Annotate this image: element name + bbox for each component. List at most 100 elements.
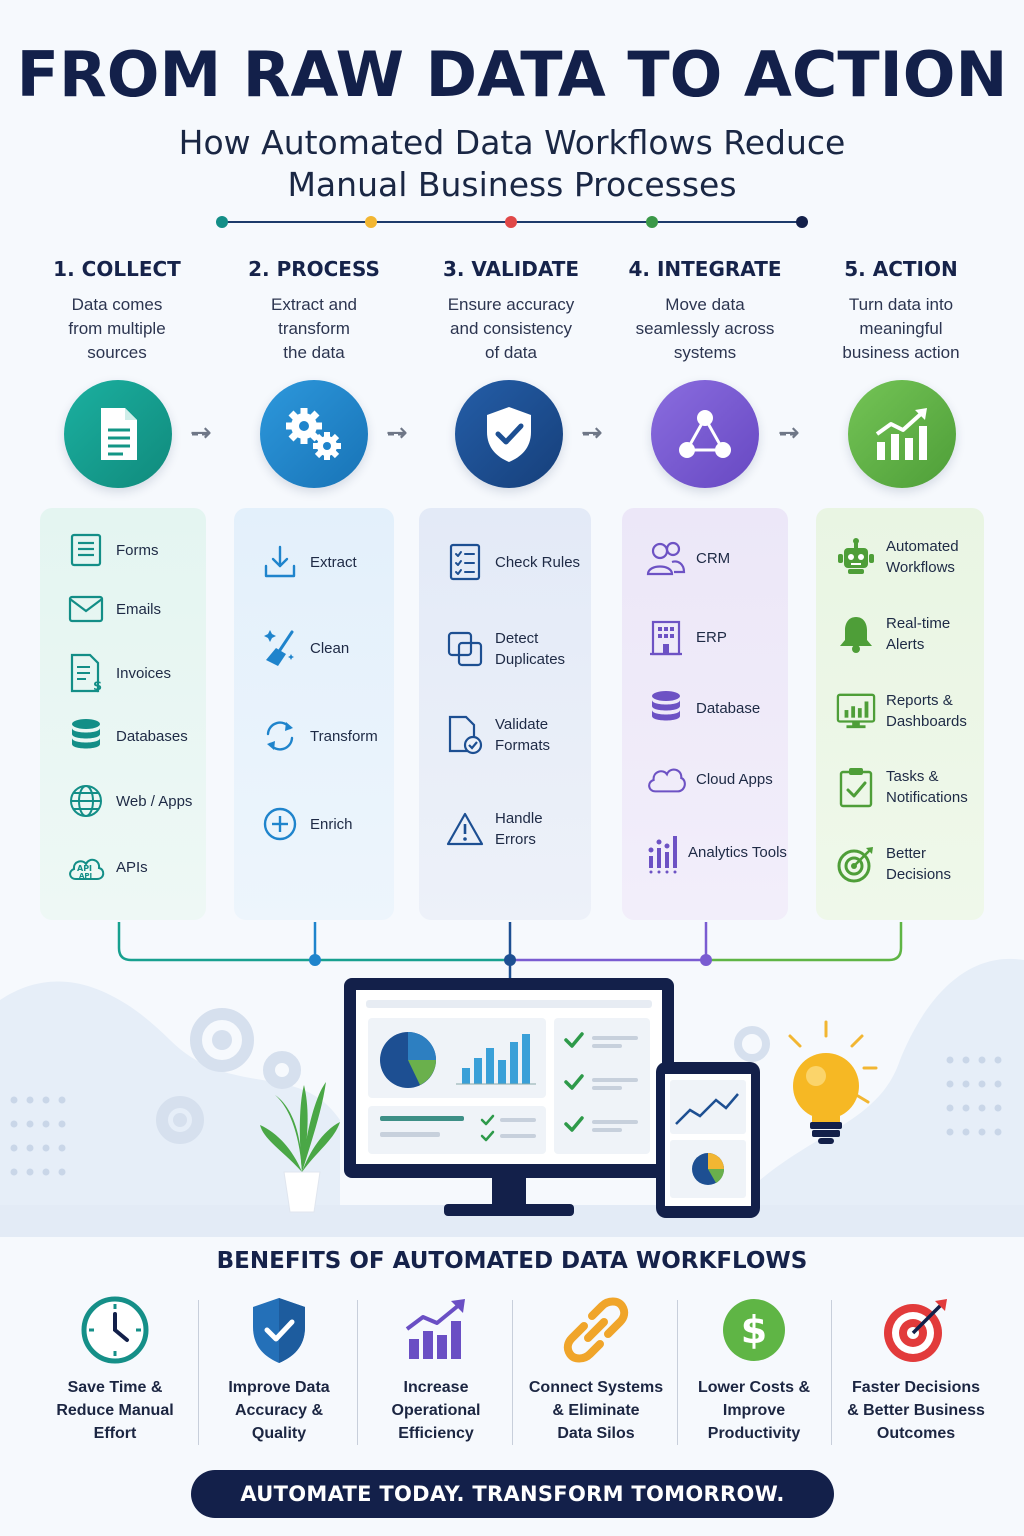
page-title: FROM RAW DATA TO ACTION — [16, 38, 1008, 111]
benefit-line: Increase — [403, 1379, 469, 1396]
benefit-label: Improve Data Accuracy & Quality — [204, 1376, 354, 1445]
document-icon — [64, 380, 172, 488]
list-item: ERP — [646, 617, 812, 657]
benefit-line: Connect Systems — [528, 1379, 664, 1396]
item-label: APIs — [116, 858, 148, 876]
form-icon — [66, 530, 106, 570]
benefit-line: Efficiency — [398, 1425, 474, 1442]
lightbulb-illustration — [788, 1020, 878, 1144]
list-item: Databases — [66, 716, 232, 756]
item-label: Invoices — [116, 664, 172, 682]
benefit-save-time: Save Time & Reduce Manual Effort — [35, 1290, 195, 1445]
item-label: Clean — [310, 639, 350, 657]
desc-line: sources — [87, 343, 147, 362]
benefit-label: Lower Costs & Improve Productivity — [682, 1376, 826, 1445]
list-item: Clean — [260, 628, 420, 668]
gears-icon — [260, 380, 368, 488]
broom-icon — [260, 628, 300, 668]
item-label: Web / Apps — [116, 792, 193, 810]
flow-arrow-icon: → — [386, 418, 408, 448]
desc-line: systems — [673, 343, 737, 362]
item-label: CRM — [696, 549, 731, 567]
call-to-action-banner: AUTOMATE TODAY. TRANSFORM TOMORROW. — [191, 1470, 834, 1518]
action-panel: Automated Workflows Real-time Alerts Rep… — [816, 508, 984, 920]
item-label: Extract — [310, 553, 357, 571]
item-label: Emails — [116, 600, 162, 618]
building-icon — [646, 617, 686, 657]
list-item: Tasks & Notifications — [836, 766, 1004, 808]
globe-icon — [66, 781, 106, 821]
benefit-costs: $ Lower Costs & Improve Productivity — [682, 1290, 826, 1445]
desc-line: of data — [485, 343, 537, 362]
benefit-line: Lower Costs & — [697, 1379, 810, 1396]
list-item: Handle Errors — [445, 808, 617, 850]
list-item: Transform — [260, 716, 420, 756]
benefit-line: Faster Decisions — [851, 1379, 981, 1396]
step-title: 1. COLLECT — [53, 257, 181, 281]
list-item: Better Decisions — [836, 843, 1004, 885]
list-item: Forms — [66, 530, 232, 570]
analytics-icon — [642, 832, 682, 874]
desc-line: Ensure accuracy — [447, 295, 575, 314]
item-label: Databases — [116, 727, 188, 745]
step-action-header: 5. ACTION Turn data into meaningful busi… — [801, 257, 1001, 365]
step-process-header: 2. PROCESS Extract and transform the dat… — [214, 257, 414, 365]
flow-arrow-icon: → — [190, 418, 212, 448]
step-description: Data comes from multiple sources — [17, 293, 217, 365]
step-title: 2. PROCESS — [248, 257, 380, 281]
svg-text:API: API — [77, 864, 92, 873]
step-integrate-header: 4. INTEGRATE Move data seamlessly across… — [605, 257, 805, 365]
item-label: Enrich — [310, 815, 353, 833]
step-description: Move data seamlessly across systems — [605, 293, 805, 365]
desc-line: the data — [283, 343, 345, 362]
item-label: Check Rules — [495, 553, 581, 571]
link-icon — [518, 1290, 674, 1370]
item-label: Analytics Tools — [688, 843, 787, 861]
item-label: Validate Formats — [495, 716, 551, 754]
step-title: 5. ACTION — [844, 257, 958, 281]
desc-line: Turn data into — [848, 295, 954, 314]
database-icon — [66, 716, 106, 756]
step-title: 4. INTEGRATE — [628, 257, 782, 281]
robot-icon — [836, 537, 876, 577]
benefit-decisions: Faster Decisions & Better Business Outco… — [836, 1290, 996, 1445]
item-label: ERP — [696, 628, 727, 646]
item-label: Database — [696, 699, 761, 717]
item-label: Transform — [310, 727, 378, 745]
download-icon — [260, 542, 300, 582]
desc-line: seamlessly across — [635, 319, 775, 338]
collect-panel: Forms Emails $ Invoices Databases Web / … — [40, 508, 206, 920]
benefit-divider — [831, 1300, 832, 1445]
benefit-line: Data Silos — [557, 1425, 635, 1442]
shield-check-icon — [204, 1290, 354, 1370]
benefit-line: Operational — [391, 1402, 481, 1419]
file-check-icon — [445, 715, 485, 755]
benefit-line: & Eliminate — [552, 1402, 640, 1419]
item-label: Automated Workflows — [886, 538, 959, 576]
item-label: Tasks & Notifications — [886, 768, 968, 806]
svg-text:$: $ — [741, 1308, 767, 1352]
refresh-icon — [260, 716, 300, 756]
desc-line: meaningful — [859, 319, 943, 338]
benefit-label: Faster Decisions & Better Business Outco… — [836, 1376, 996, 1445]
item-label: Detect Duplicates — [495, 630, 566, 668]
list-item: CRM — [646, 538, 812, 578]
desc-line: and consistency — [450, 319, 572, 338]
list-item: Check Rules — [445, 542, 617, 582]
list-item: Web / Apps — [66, 781, 232, 821]
benefit-line: Productivity — [707, 1425, 801, 1442]
list-item: Cloud Apps — [646, 759, 812, 799]
desc-line: business action — [842, 343, 960, 362]
benefit-label: Connect Systems & Eliminate Data Silos — [518, 1376, 674, 1445]
desc-line: Move data — [665, 295, 745, 314]
benefit-accuracy: Improve Data Accuracy & Quality — [204, 1290, 354, 1445]
checklist-icon — [445, 542, 485, 582]
item-label: Forms — [116, 541, 159, 559]
users-icon — [646, 538, 686, 578]
subtitle-line-2: Manual Business Processes — [287, 165, 737, 204]
desc-line: Extract and — [271, 295, 357, 314]
clipboard-check-icon — [836, 767, 876, 808]
page-subtitle: How Automated Data Workflows Reduce Manu… — [0, 122, 1024, 206]
